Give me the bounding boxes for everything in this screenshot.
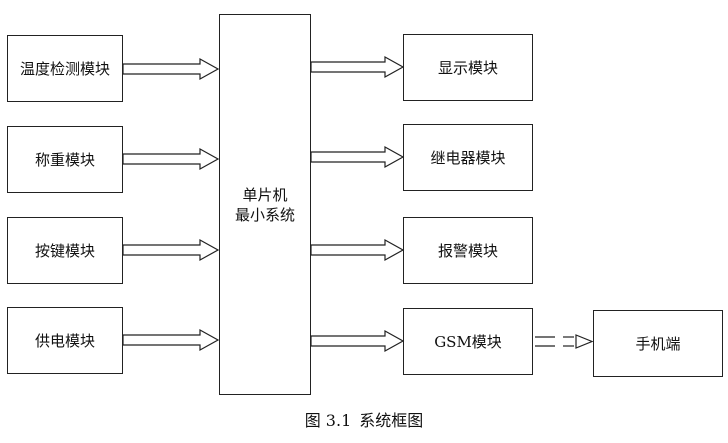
output-module-gsm: GSM模块 xyxy=(403,308,533,375)
arrow-keys-to-mcu xyxy=(122,238,220,262)
arrow-power-to-mcu xyxy=(122,328,220,352)
arrow-mcu-to-display xyxy=(310,55,405,79)
arrow-mcu-to-gsm xyxy=(310,329,405,353)
arrow-weighing-to-mcu xyxy=(122,147,220,171)
wireless-arrow-gsm-to-phone xyxy=(535,334,594,349)
mcu-label-line1: 单片机 xyxy=(242,185,288,204)
output-module-label: GSM模块 xyxy=(434,333,502,351)
output-module-relay: 继电器模块 xyxy=(403,124,533,191)
figure-title: 系统框图 xyxy=(359,411,424,430)
input-module-label: 温度检测模块 xyxy=(19,60,110,78)
mcu-minimum-system: 单片机 最小系统 xyxy=(219,14,311,395)
output-module-label: 继电器模块 xyxy=(430,149,506,167)
figure-number: 图 3.1 xyxy=(304,411,352,430)
input-module-keys: 按键模块 xyxy=(7,217,123,284)
phone-terminal: 手机端 xyxy=(593,310,723,377)
input-module-temperature: 温度检测模块 xyxy=(7,35,123,102)
output-module-label: 报警模块 xyxy=(437,242,498,260)
input-module-weighing: 称重模块 xyxy=(7,126,123,193)
input-module-power: 供电模块 xyxy=(7,307,123,374)
mcu-label-line2: 最小系统 xyxy=(234,205,295,224)
output-module-label: 显示模块 xyxy=(437,59,498,77)
input-module-label: 称重模块 xyxy=(34,151,95,169)
arrow-temperature-to-mcu xyxy=(122,57,220,81)
figure-caption: 图 3.1 系统框图 xyxy=(0,407,728,431)
output-module-alarm: 报警模块 xyxy=(403,217,533,284)
input-module-label: 供电模块 xyxy=(34,332,95,350)
arrow-mcu-to-relay xyxy=(310,145,405,169)
input-module-label: 按键模块 xyxy=(34,242,95,260)
phone-terminal-label: 手机端 xyxy=(635,335,681,353)
output-module-display: 显示模块 xyxy=(403,34,533,101)
arrow-mcu-to-alarm xyxy=(310,238,405,262)
